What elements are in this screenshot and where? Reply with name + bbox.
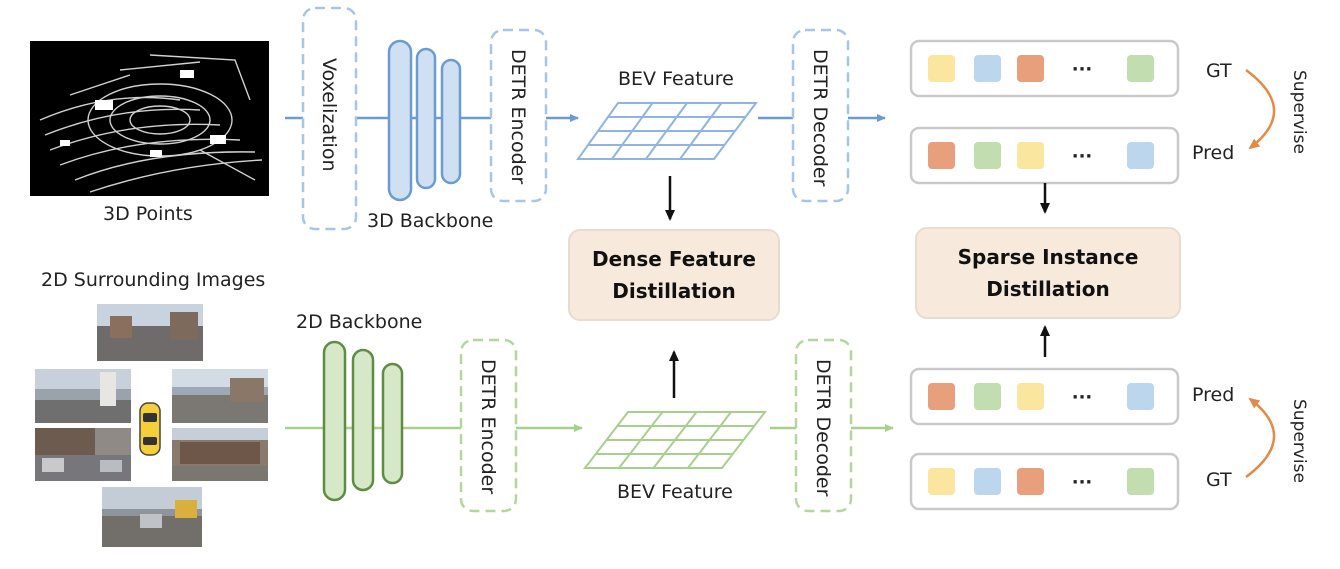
query-token-blue	[1127, 383, 1154, 410]
query-token-green	[1127, 468, 1154, 495]
query-token-yellow	[1017, 142, 1044, 169]
dense-label-line1: Dense Feature	[592, 247, 756, 271]
query-row-gt-bottom: ···	[909, 452, 1180, 511]
query-ellipsis: ···	[1072, 146, 1093, 167]
surround-images	[35, 304, 268, 547]
label-supervise-bottom: Supervise	[1289, 399, 1309, 483]
label-detr-encoder-bottom: DETR Encoder	[477, 359, 499, 495]
label-2d-backbone: 2D Backbone	[296, 311, 423, 333]
query-ellipsis: ···	[1072, 387, 1093, 408]
label-detr-decoder-top: DETR Decoder	[809, 49, 831, 187]
query-token-orange	[928, 142, 955, 169]
label-gt-top: GT	[1206, 60, 1232, 82]
query-ellipsis: ···	[1072, 59, 1093, 80]
label-supervise-top: Supervise	[1289, 70, 1309, 154]
label-3d-backbone: 3D Backbone	[367, 210, 494, 232]
label-gt-bottom: GT	[1206, 469, 1232, 491]
query-token-green	[974, 383, 1001, 410]
query-token-blue	[1127, 142, 1154, 169]
query-ellipsis: ···	[1072, 472, 1093, 493]
supervise-arrow-bottom	[1245, 397, 1276, 479]
label-voxelization: Voxelization	[318, 58, 340, 172]
query-token-green	[974, 142, 1001, 169]
label-2d-surrounding-images: 2D Surrounding Images	[41, 269, 266, 291]
query-row-pred-bottom: ···	[909, 367, 1180, 426]
query-token-orange	[928, 383, 955, 410]
query-token-yellow	[1017, 383, 1044, 410]
query-rows: ··· ··· ··· ···	[909, 39, 1180, 511]
sparse-label-line2: Distillation	[986, 277, 1110, 301]
label-bev-feature-bottom: BEV Feature	[617, 481, 733, 503]
query-token-yellow	[928, 55, 955, 82]
detr-encoder-top-box	[489, 28, 548, 203]
query-token-green	[1127, 55, 1154, 82]
query-token-yellow	[928, 468, 955, 495]
label-detr-decoder-bottom: DETR Decoder	[812, 359, 834, 497]
label-pred-bottom: Pred	[1192, 384, 1235, 406]
bev-grid-bottom	[582, 411, 768, 469]
query-row-gt-top: ···	[909, 39, 1180, 98]
sparse-label-line1: Sparse Instance	[957, 245, 1139, 269]
voxelization-box	[301, 6, 358, 231]
dense-label-line2: Distillation	[612, 279, 736, 303]
backbone-2d	[322, 340, 404, 502]
detr-decoder-top-box	[791, 28, 850, 203]
query-token-blue	[974, 468, 1001, 495]
point-cloud-image	[30, 41, 269, 196]
query-token-orange	[1017, 55, 1044, 82]
query-token-orange	[1017, 468, 1044, 495]
query-row-pred-top: ···	[909, 126, 1180, 185]
label-bev-feature-top: BEV Feature	[618, 68, 734, 90]
detr-decoder-bottom-box	[794, 338, 853, 513]
detr-encoder-bottom-box	[459, 338, 518, 513]
label-pred-top: Pred	[1192, 142, 1235, 164]
query-token-blue	[974, 55, 1001, 82]
supervise-arrow-top	[1245, 68, 1276, 150]
car-icon	[139, 402, 161, 456]
backbone-3d	[387, 39, 462, 202]
label-detr-encoder-top: DETR Encoder	[507, 49, 529, 185]
label-3d-points: 3D Points	[103, 203, 193, 225]
bev-grid-top	[576, 102, 758, 160]
